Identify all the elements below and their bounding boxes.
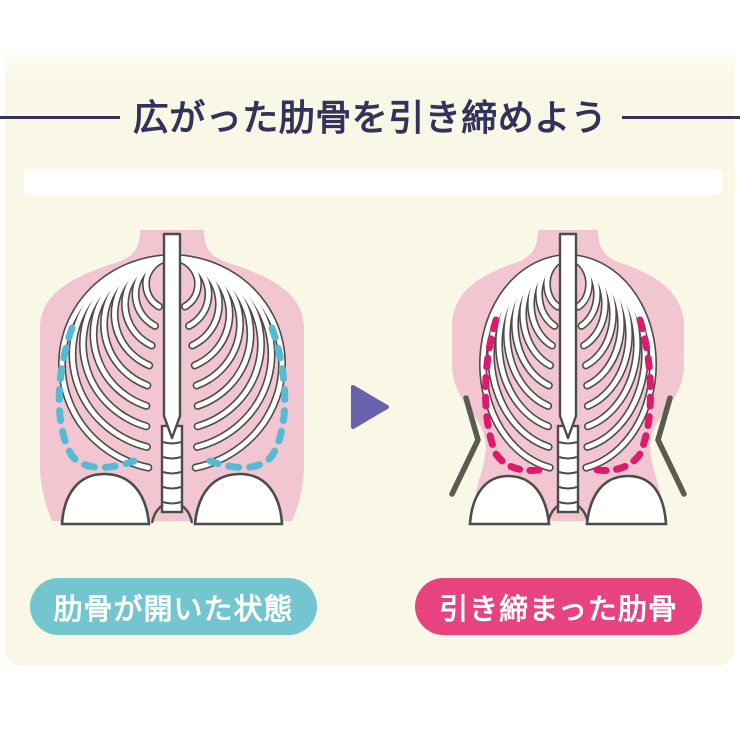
title-rule-right [622, 116, 740, 119]
torso-tight-ribs-figure [449, 230, 687, 526]
torso-open-ribs-figure [40, 230, 304, 526]
label-open-ribs: 肋骨が開いた状態 [30, 578, 317, 635]
spine-column [546, 424, 590, 524]
waist-emphasis-lines [449, 395, 687, 497]
sternum-bone [162, 232, 182, 440]
tight-ribs-dashed-outline [482, 316, 654, 474]
label-open-ribs-text: 肋骨が開いた状態 [53, 591, 294, 626]
arrow-right-icon [351, 385, 389, 429]
pelvis-bones [468, 474, 668, 526]
spine-column [150, 424, 194, 524]
label-tight-ribs-text: 引き締まった肋骨 [439, 591, 678, 626]
open-ribs-dashed-outline [55, 324, 289, 471]
title-rule-left [0, 116, 120, 119]
pelvis-bones [60, 472, 284, 526]
label-tight-ribs: 引き締まった肋骨 [415, 578, 702, 635]
separator-band [24, 169, 722, 195]
sternum-bone [558, 232, 578, 440]
page-title: 広がった肋骨を引き締めよう [132, 98, 608, 139]
